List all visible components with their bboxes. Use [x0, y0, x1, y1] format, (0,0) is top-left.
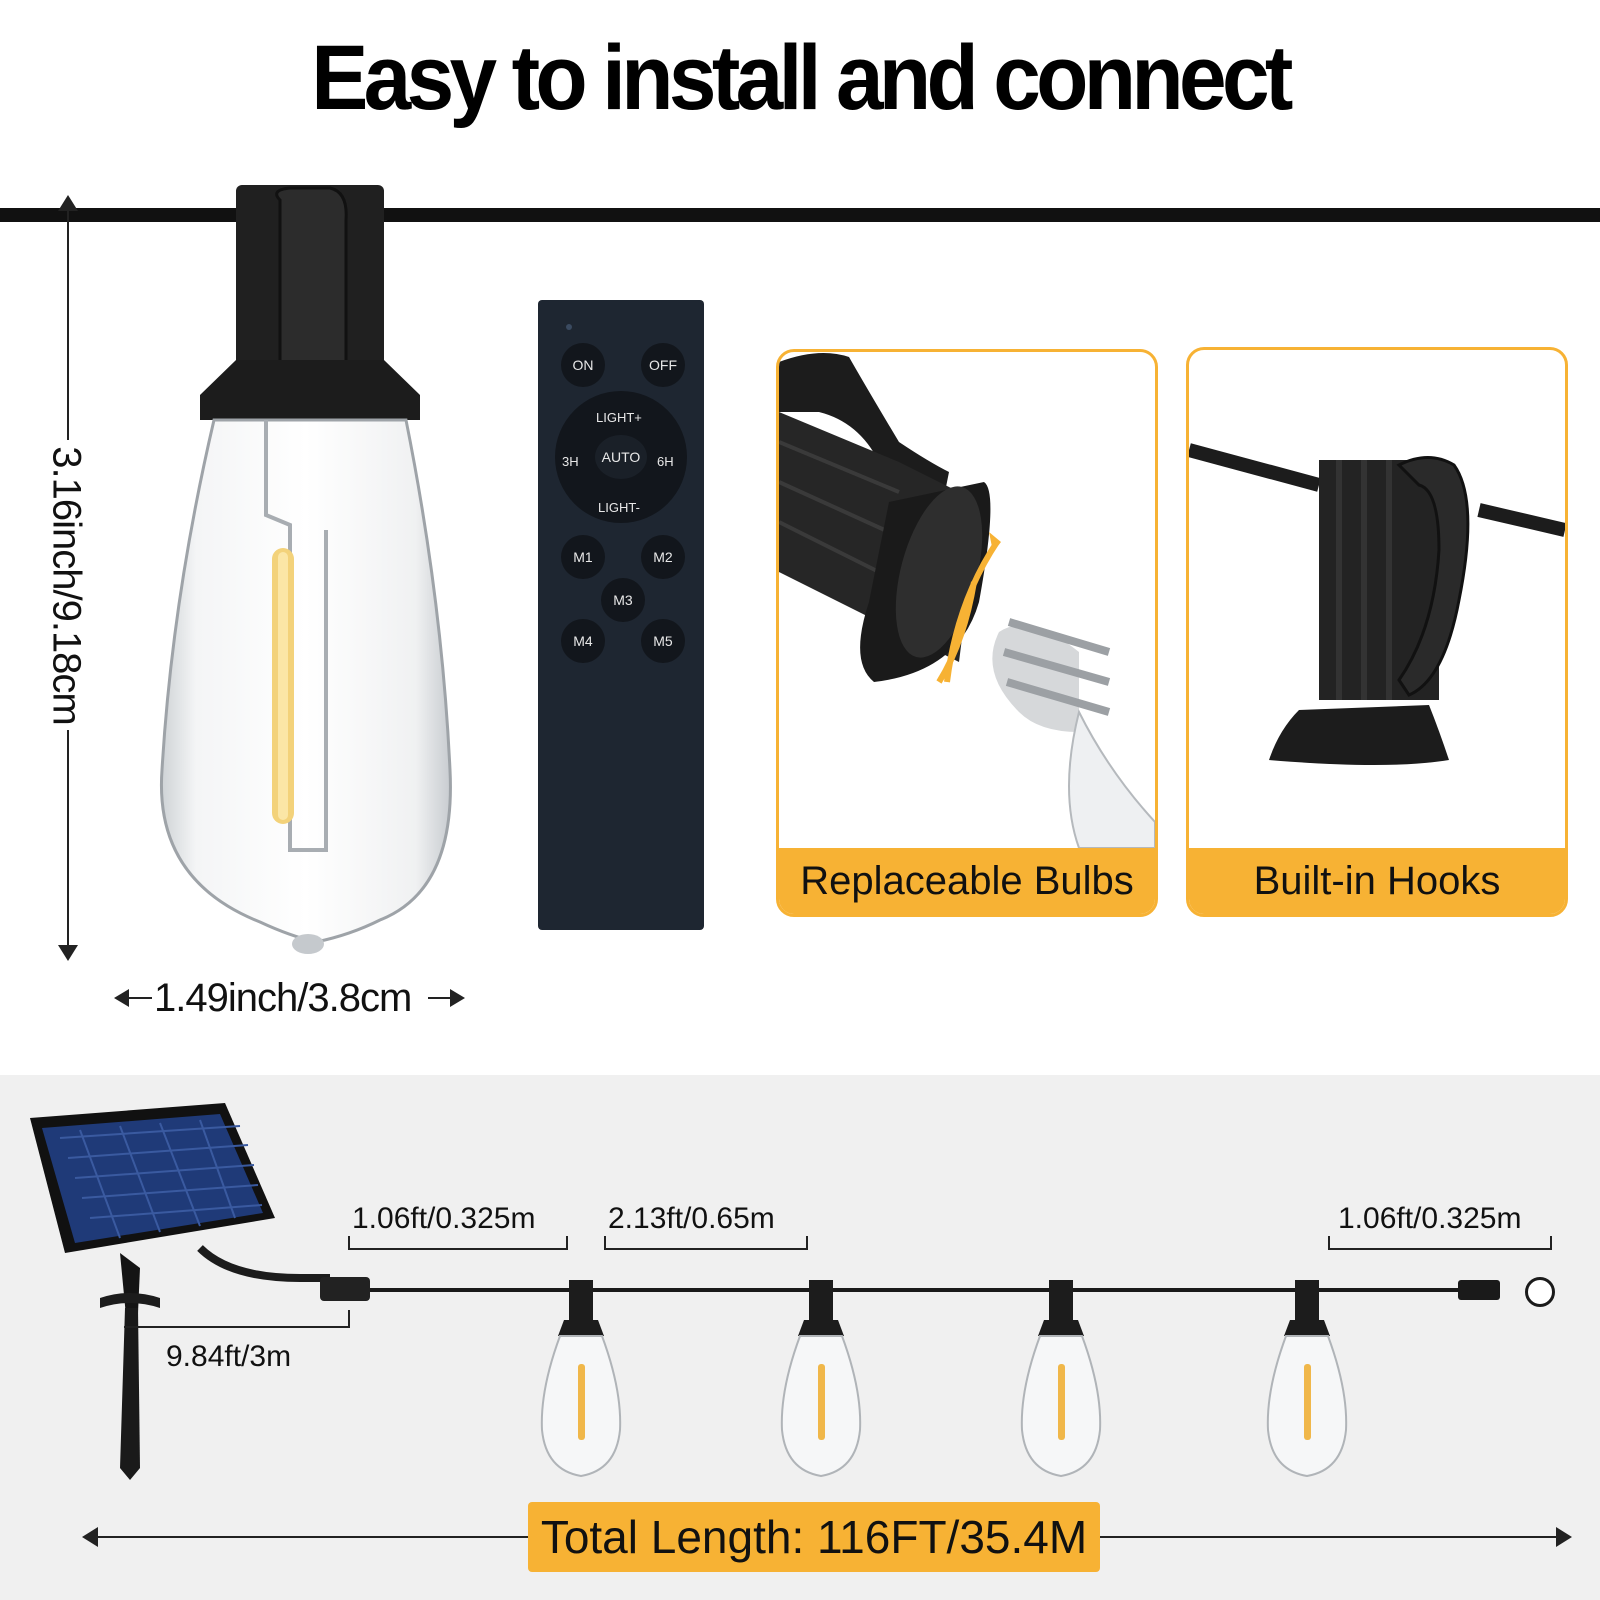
- feature-card-replaceable-bulbs: Replaceable Bulbs: [776, 349, 1158, 917]
- width-label: 1.49inch/3.8cm: [154, 976, 412, 1020]
- auto-button[interactable]: AUTO: [595, 435, 647, 479]
- bulb-gap-bracket: [604, 1236, 808, 1250]
- off-button[interactable]: OFF: [641, 343, 685, 387]
- height-label-box: [32, 440, 104, 730]
- small-bulb: [1266, 1280, 1348, 1478]
- height-label: 3.16inch/9.18cm: [44, 446, 89, 725]
- indicator-led: [566, 324, 572, 330]
- arrow-up-icon: [58, 195, 78, 211]
- first-gap-label: 1.06ft/0.325m: [352, 1202, 536, 1235]
- small-bulb: [540, 1280, 622, 1478]
- bottom-string-wire: [320, 1288, 1460, 1292]
- light-plus-button[interactable]: LIGHT+: [596, 410, 642, 425]
- timer-6h-button[interactable]: 6H: [657, 454, 674, 469]
- feature-card-built-in-hooks: Built-in Hooks: [1186, 347, 1568, 917]
- solar-panel-illustration: [30, 1103, 330, 1480]
- arrow-left-icon: [114, 989, 129, 1007]
- feature-label: Built-in Hooks: [1189, 848, 1565, 914]
- page-title: Easy to install and connect: [311, 27, 1293, 129]
- last-gap-bracket: [1328, 1236, 1552, 1250]
- width-line-left: [128, 997, 152, 999]
- m4-button[interactable]: M4: [561, 619, 605, 663]
- arrow-right-icon: [450, 989, 465, 1007]
- m5-button[interactable]: M5: [641, 619, 685, 663]
- arrow-down-icon: [58, 945, 78, 961]
- small-bulb: [780, 1280, 862, 1478]
- hook-illustration: [1189, 443, 1565, 765]
- feature-label: Replaceable Bulbs: [779, 848, 1155, 914]
- socket-and-bulb-illustration: [779, 353, 1155, 848]
- total-length-label: Total Length: 116FT/35.4M: [528, 1502, 1100, 1572]
- end-cap-connector: [1458, 1280, 1500, 1300]
- lead-cable-label: 9.84ft/3m: [166, 1340, 292, 1373]
- connector-plug: [320, 1277, 370, 1301]
- large-bulb-illustration: [159, 185, 452, 954]
- bulb-gap-label: 2.13ft/0.65m: [608, 1202, 775, 1235]
- end-ring: [1525, 1277, 1555, 1307]
- timer-3h-button[interactable]: 3H: [562, 454, 579, 469]
- width-line-right: [428, 997, 452, 999]
- m3-button[interactable]: M3: [601, 578, 645, 622]
- m2-button[interactable]: M2: [641, 535, 685, 579]
- first-gap-bracket: [348, 1236, 568, 1250]
- last-gap-label: 1.06ft/0.325m: [1338, 1202, 1522, 1235]
- light-minus-button[interactable]: LIGHT-: [598, 500, 640, 515]
- m1-button[interactable]: M1: [561, 535, 605, 579]
- small-bulb: [1020, 1280, 1102, 1478]
- total-arrow-left-icon: [82, 1527, 98, 1547]
- lead-cable-bracket: [124, 1310, 350, 1328]
- total-arrow-right-icon: [1556, 1527, 1572, 1547]
- remote-control: ON OFF LIGHT+ 3H AUTO 6H LIGHT- M1 M2 M3…: [538, 300, 704, 930]
- on-button[interactable]: ON: [561, 343, 605, 387]
- string-wire: [0, 208, 1600, 222]
